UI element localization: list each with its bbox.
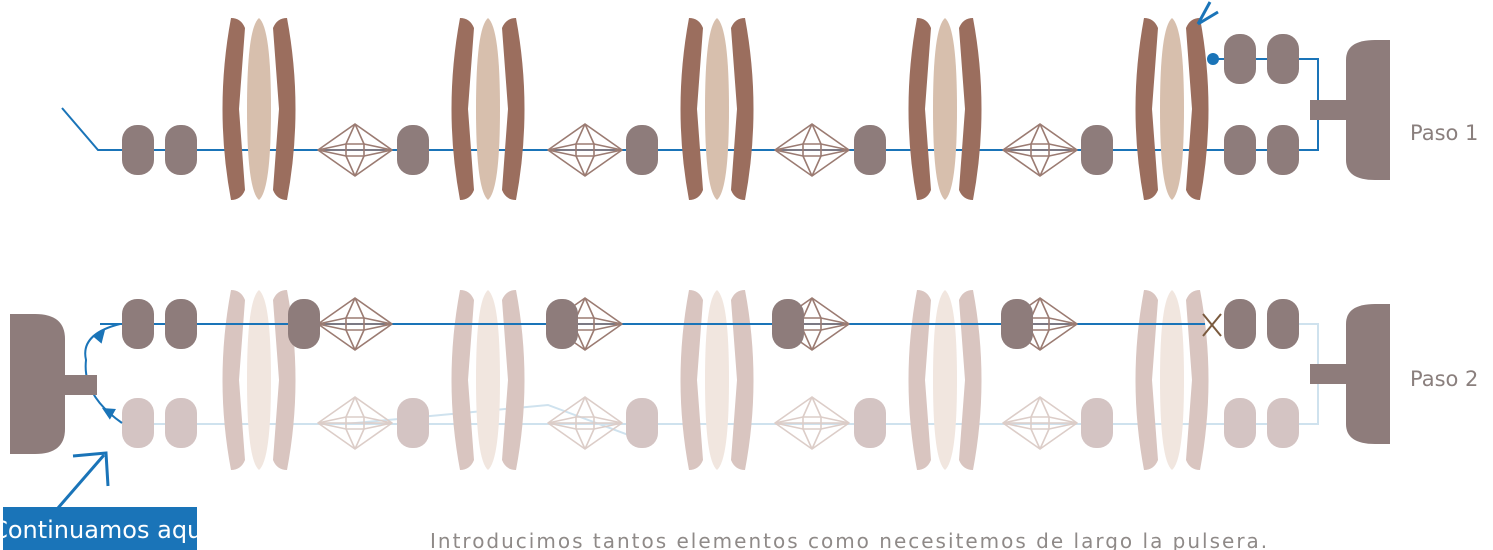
needle-start-dot (1207, 53, 1219, 65)
bicone-crystal-icon (774, 123, 850, 177)
clasp-icon (10, 314, 97, 454)
round-bead-icon (546, 299, 578, 349)
bicone-crystal-icon (547, 123, 623, 177)
arrow-icon (102, 408, 116, 420)
step-2-label: Paso 2 (1410, 367, 1478, 391)
round-bead-icon (1267, 125, 1299, 175)
round-bead-icon (772, 299, 804, 349)
callout-background (3, 507, 197, 550)
round-bead-icon (854, 398, 886, 448)
pointer-line (1196, 1, 1212, 25)
arrow-icon (72, 451, 110, 487)
round-bead-icon (397, 125, 429, 175)
bicone-crystal-icon (317, 123, 393, 177)
round-bead-icon (122, 398, 154, 448)
round-bead-icon (626, 125, 658, 175)
round-bead-icon (122, 125, 154, 175)
round-bead-icon (1224, 299, 1256, 349)
bicone-crystal-icon (1002, 123, 1078, 177)
callout-box: Continuamos aquí (0, 507, 210, 550)
clasp-icon (1310, 40, 1390, 180)
long-petal-bead-icon (680, 18, 754, 200)
callout-label: Continuamos aquí (0, 516, 210, 544)
round-bead-icon (1224, 398, 1256, 448)
round-bead-icon (1001, 299, 1033, 349)
round-bead-icon (165, 299, 197, 349)
bicone-crystal-icon (774, 396, 850, 450)
round-bead-icon (1081, 398, 1113, 448)
round-bead-icon (165, 398, 197, 448)
round-bead-icon (1267, 398, 1299, 448)
long-petal-bead-icon (680, 290, 754, 470)
turn-thread-path (84, 323, 123, 424)
long-petal-bead-icon (222, 18, 296, 200)
arrow-icon (92, 330, 105, 344)
long-petal-bead-icon (908, 18, 982, 200)
clasp-icon (1310, 304, 1390, 444)
caption-text: Introducimos tantos elementos como neces… (430, 529, 1269, 550)
round-bead-icon (1267, 299, 1299, 349)
annotations (56, 1, 1219, 509)
step-1-label: Paso 1 (1410, 121, 1478, 145)
long-petal-bead-icon (1135, 18, 1209, 200)
round-bead-icon (1081, 125, 1113, 175)
long-petal-bead-icon (222, 290, 296, 470)
round-bead-icon (1267, 34, 1299, 84)
round-bead-icon (854, 125, 886, 175)
long-petal-bead-icon (908, 290, 982, 470)
round-bead-icon (122, 299, 154, 349)
cross-mark-icon (1202, 313, 1222, 337)
long-petal-bead-icon (1135, 290, 1209, 470)
bicone-crystal-icon (547, 396, 623, 450)
row-step-1 (61, 18, 1390, 200)
bicone-crystal-icon (317, 297, 393, 351)
bicone-crystal-icon (317, 396, 393, 450)
round-bead-icon (397, 398, 429, 448)
long-petal-bead-icon (451, 290, 525, 470)
bicone-crystal-icon (1002, 396, 1078, 450)
long-petal-bead-icon (451, 18, 525, 200)
round-bead-icon (626, 398, 658, 448)
round-bead-icon (165, 125, 197, 175)
round-bead-icon (1224, 125, 1256, 175)
row-step-2 (10, 290, 1390, 470)
round-bead-icon (288, 299, 320, 349)
round-bead-icon (1224, 34, 1256, 84)
pointer-line (1197, 10, 1219, 26)
callout-arrow-line (56, 454, 106, 509)
